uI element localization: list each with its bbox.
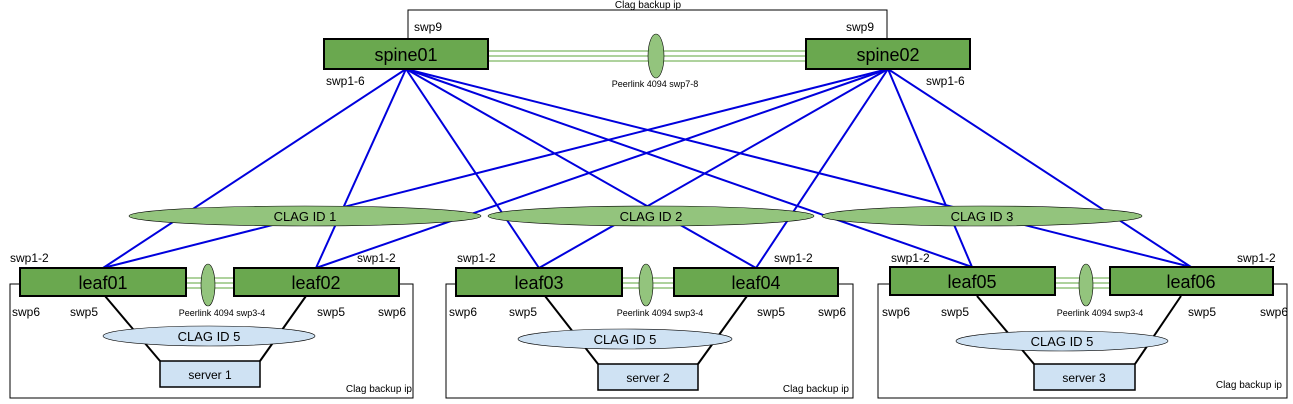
pod-2-backup-label: Clag backup ip [783,384,850,395]
pod-3-peerlink-ellipse [1078,263,1094,307]
spine01-port-down: swp1-6 [326,74,365,88]
pod-1-backup-label: Clag backup ip [346,384,413,395]
clag-3-label: CLAG ID 3 [951,209,1014,224]
spine-peerlink: Peerlink 4094 swp7-8 [488,33,806,89]
spine02-port-top: swp9 [846,20,874,34]
pod-3-clag-ellipse [955,330,1169,352]
uplink-spine02-leaf03 [538,68,889,269]
leaf05-swp6: swp6 [882,305,910,319]
leaf03-swp6: swp6 [449,305,477,319]
pod-2-peerlink-label: Peerlink 4094 swp3-4 [617,308,704,318]
leaf02-swp6: swp6 [378,305,406,319]
leaf04-switch[interactable]: leaf04 [673,267,839,297]
server-3-label: server 3 [1062,371,1106,385]
pod-1-clag-label: CLAG ID 5 [178,329,241,344]
leaf04-swp5: swp5 [757,305,785,319]
uplink-spine02-leaf02 [315,68,889,269]
clag-3-ellipse [821,205,1143,227]
leaf05-swp5: swp5 [941,305,969,319]
leaf01-uplink-port: swp1-2 [10,251,49,265]
leaf05-uplink-port: swp1-2 [891,251,930,265]
leaf04-uplink-port: swp1-2 [774,251,813,265]
uplink-spine02-leaf04 [755,68,889,269]
spine02-switch[interactable]: spine02 [805,38,971,70]
clag-2-label: CLAG ID 2 [620,209,683,224]
pod-3-peerlink-label: Peerlink 4094 swp3-4 [1057,308,1144,318]
leaf04-swp6: swp6 [818,305,846,319]
uplink-spine01-leaf02 [315,68,407,269]
leaf05-label: leaf05 [947,272,996,292]
pod-2-clag-ellipse [517,328,733,350]
uplink-spine01-leaf01 [102,68,407,269]
pod-3: Clag backup ip CLAG ID 5 server 3 Peerli… [877,251,1288,399]
leaf06-swp5: swp5 [1188,305,1216,319]
leaf06-swp6: swp6 [1260,305,1288,319]
pod-1-peerlink-ellipse [200,263,216,307]
leaf03-uplink-port: swp1-2 [457,251,496,265]
clag-1-label: CLAG ID 1 [274,209,337,224]
pod-1: Clag backup ip CLAG ID 5 server 1 Peerli… [9,251,414,399]
spine02-port-down: swp1-6 [926,74,965,88]
uplink-spine01-leaf06 [405,68,1192,268]
spine-peerlink-label: Peerlink 4094 swp7-8 [612,79,699,89]
leaf06-uplink-port: swp1-2 [1237,251,1276,265]
leaf01-swp6: swp6 [12,305,40,319]
uplink-spine01-leaf04 [405,68,757,269]
leaf06-label: leaf06 [1166,272,1215,292]
leaf02-swp5: swp5 [317,305,345,319]
leaf01-swp5: swp5 [70,305,98,319]
server-1[interactable]: server 1 [159,360,261,388]
pod-3-backup-label: Clag backup ip [1216,380,1283,391]
clag-1-ellipse [128,205,482,227]
leaf03-label: leaf03 [514,273,563,293]
clag-2-ellipse [487,205,815,227]
pod-1-peerlink-label: Peerlink 4094 swp3-4 [179,308,266,318]
spine01-label: spine01 [374,45,437,65]
server-3[interactable]: server 3 [1033,363,1136,391]
server-2[interactable]: server 2 [597,363,699,391]
uplink-spine01-leaf05 [405,68,973,268]
pod-2-clag-label: CLAG ID 5 [594,332,657,347]
uplink-spine02-leaf01 [102,68,889,269]
server-2-label: server 2 [626,371,670,385]
leaf01-label: leaf01 [78,273,127,293]
pod-3-clag-label: CLAG ID 5 [1031,334,1094,349]
pod-1-clag-ellipse [102,325,316,347]
leaf02-uplink-port: swp1-2 [357,251,396,265]
leaf04-label: leaf04 [731,273,780,293]
uplink-spine02-leaf05 [887,68,973,268]
leaf03-switch[interactable]: leaf03 [455,267,623,297]
spine01-switch[interactable]: spine01 [323,38,489,70]
upper-clag-group: CLAG ID 1 CLAG ID 2 CLAG ID 3 [128,205,1143,227]
leaf01-switch[interactable]: leaf01 [19,267,187,297]
pod-2-peerlink-ellipse [638,263,654,307]
leaf02-switch[interactable]: leaf02 [233,267,400,297]
spine-peerlink-ellipse [647,33,665,79]
leaf02-label: leaf02 [291,273,340,293]
uplink-lines [102,68,1192,269]
leaf03-swp5: swp5 [509,305,537,319]
spine01-port-top: swp9 [414,20,442,34]
uplink-spine01-leaf03 [405,68,540,269]
leaf06-switch[interactable]: leaf06 [1109,266,1274,296]
spine02-label: spine02 [856,45,919,65]
uplink-spine02-leaf06 [887,68,1192,268]
spine-backup-link: Clag backup ip [407,0,888,39]
server-1-label: server 1 [188,368,232,382]
spine-backup-label: Clag backup ip [615,0,682,11]
pod-2: Clag backup ip CLAG ID 5 server 2 Peerli… [445,251,854,399]
leaf05-switch[interactable]: leaf05 [889,266,1056,296]
